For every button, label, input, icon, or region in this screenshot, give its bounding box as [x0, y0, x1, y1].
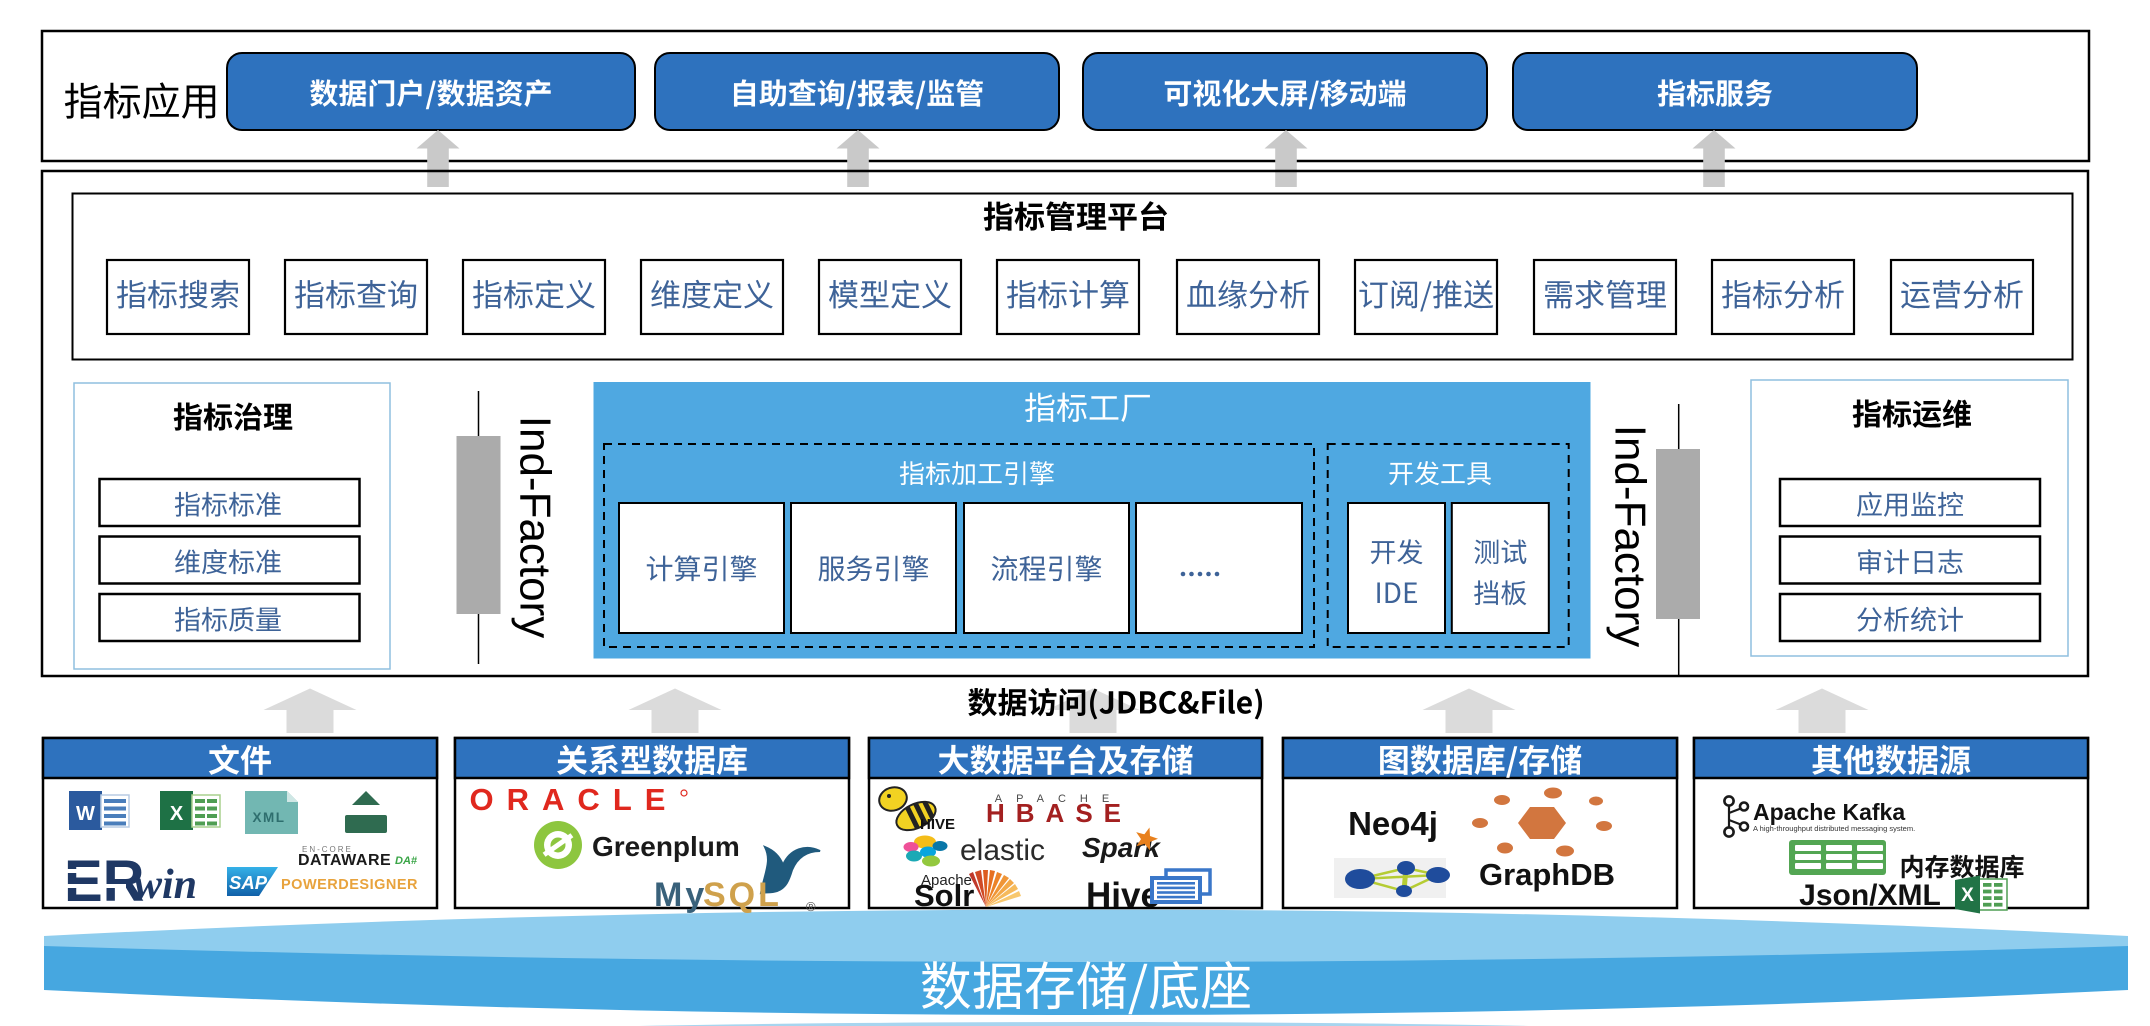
svg-text:W: W [76, 803, 95, 825]
svg-text:Neo4j: Neo4j [1348, 805, 1438, 842]
svg-text:Solr: Solr [914, 878, 974, 913]
svg-text:GraphDB: GraphDB [1479, 857, 1615, 892]
svg-text:DA#: DA# [395, 855, 418, 867]
svg-text:SQL: SQL [703, 876, 782, 914]
svg-text:HIVE: HIVE [920, 816, 955, 833]
svg-text:Apache Kafka: Apache Kafka [1753, 799, 1905, 825]
svg-text:Apache: Apache [921, 872, 972, 889]
svg-text:XML: XML [253, 810, 286, 825]
svg-text:ER: ER [64, 849, 145, 914]
svg-text:X: X [170, 803, 184, 825]
svg-text:EN-CORE: EN-CORE [302, 845, 353, 854]
svg-text:Greenplum: Greenplum [592, 831, 740, 862]
svg-text:Json/XML: Json/XML [1799, 879, 1941, 912]
svg-text:SAP: SAP [229, 872, 268, 893]
svg-text:APACHE: APACHE [995, 793, 1123, 805]
svg-text:Hive: Hive [1086, 876, 1160, 915]
svg-text:DATAWARE: DATAWARE [298, 852, 391, 869]
svg-text:ORACLE: ORACLE [470, 782, 679, 817]
svg-text:HBASE: HBASE [986, 798, 1132, 828]
svg-text:elastic: elastic [960, 834, 1045, 867]
svg-text:win: win [134, 862, 197, 908]
svg-text:My: My [654, 876, 707, 914]
svg-text:X: X [1961, 885, 1974, 906]
svg-text:POWERDESIGNER: POWERDESIGNER [281, 877, 418, 893]
svg-text:A high-throughput distributed: A high-throughput distributed messaging … [1753, 824, 1915, 833]
svg-text:®: ® [806, 899, 816, 914]
svg-text:Ind-Factory: Ind-Factory [511, 416, 560, 639]
svg-text:Ind-Factory: Ind-Factory [1606, 425, 1655, 648]
